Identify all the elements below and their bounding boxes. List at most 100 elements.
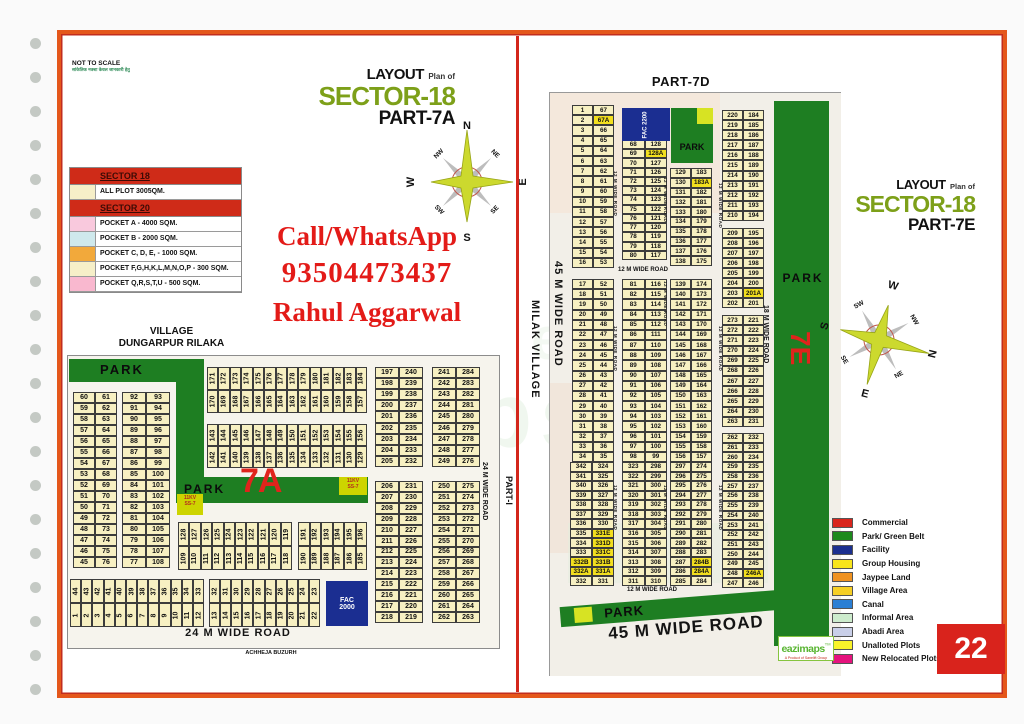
plot-cell: 103: [644, 411, 667, 422]
plot-cell: 35: [593, 451, 614, 462]
plot-cell: 117: [644, 250, 667, 260]
plot-cell: 55: [593, 237, 614, 248]
legend-label: New Relocated Plots: [862, 654, 941, 664]
plot-cell: 283: [691, 547, 712, 558]
plot-cell: 118: [280, 546, 292, 570]
plot-cell: 274: [691, 462, 712, 472]
road-label-12m-vertical: 12 M WIDE ROAD: [718, 485, 723, 531]
plot-cell: 67: [95, 458, 117, 469]
label-7a: 7A: [240, 462, 282, 500]
left-map-title: LAYOUT Plan of SECTOR-18 PART-7A: [269, 66, 456, 128]
info-header-sector18: SECTOR 18: [70, 168, 241, 185]
legend-item: Informal Area: [832, 611, 941, 625]
binding-hole: [30, 548, 41, 559]
legend-swatch: [832, 612, 853, 623]
plot-cell: 238: [399, 389, 423, 401]
plot-cell: 7: [572, 166, 593, 177]
plot-cell: 196: [743, 238, 764, 248]
plot-cell: 230: [743, 406, 764, 417]
plot-cell: 75: [95, 546, 117, 557]
plot-cell: 211: [375, 535, 399, 547]
plot-cell: 270: [722, 345, 743, 356]
plot-cell: 194: [332, 522, 344, 546]
milak-village-label: MILAK VILLAGE: [529, 300, 541, 399]
plot-cell: 331: [592, 576, 614, 586]
legend-swatch: [832, 653, 853, 664]
kv-text: 11KV: [183, 495, 197, 501]
plot-cell: 260: [722, 452, 743, 463]
plot-cell: 162: [298, 390, 310, 413]
park-strip-vertical: [176, 359, 204, 483]
plot-cell: 280: [691, 519, 712, 529]
legend-swatch: [832, 572, 853, 583]
binding-hole: [30, 616, 41, 627]
plot-cell: 54: [593, 247, 614, 258]
achheja-buzurh-label: ACHHEJA BUZURH: [245, 650, 297, 656]
plot-cell: 139: [241, 446, 253, 468]
road-label-12m-vertical: 12 M WIDE ROAD: [718, 326, 723, 372]
plot-cell: 242: [743, 529, 764, 540]
logo-tm: TM: [824, 641, 831, 647]
plot-cell: 107: [644, 370, 667, 381]
plot-cell: 133: [670, 207, 691, 217]
plot-cell: 168: [691, 340, 712, 351]
plot-cell: 217: [722, 140, 743, 151]
plot-cell: 91: [122, 403, 146, 414]
plot-cell: 31: [220, 579, 232, 603]
plot-cell: 288: [670, 547, 691, 558]
compass-star: [430, 129, 514, 223]
plot-cell: 127: [189, 522, 201, 546]
plot-cell: 326: [592, 481, 614, 491]
plot-cell: 191: [298, 522, 310, 546]
plot-cell: 198: [375, 378, 399, 390]
plot-cell: 98: [622, 451, 645, 462]
contact-name: Rahul Aggarwal: [272, 296, 462, 327]
plot-cell: 22: [308, 603, 320, 627]
plot-cell: 43: [593, 370, 614, 381]
plot-cell: 102: [146, 491, 170, 502]
plot-cell: 32: [209, 579, 221, 603]
plot-cell: 225: [399, 546, 423, 558]
plot-cell: 258: [432, 568, 456, 580]
plot-cell: 44: [70, 579, 82, 603]
plot-cell: 15: [231, 603, 243, 627]
plot-cell: 293: [670, 500, 691, 510]
plot-cell: 146: [241, 424, 253, 446]
plot-cell: 140: [670, 289, 691, 300]
plot-cell: 271: [722, 335, 743, 346]
plot-cell: 42: [593, 380, 614, 391]
facility-fac-2200: FAC 2200: [622, 108, 670, 141]
plot-cell: 252: [432, 502, 456, 514]
plot-cell: 5: [572, 145, 593, 156]
plot-cell: 6: [125, 603, 137, 627]
plot-cell: 156: [355, 424, 367, 446]
title-layout: LAYOUT: [366, 66, 425, 83]
plot-cell: 323: [622, 462, 645, 472]
plot-cell: 86: [622, 329, 645, 340]
binding-hole: [30, 412, 41, 423]
road-label-12m-vertical: 12 M WIDE ROAD: [718, 183, 723, 229]
plot-cell: 132: [321, 446, 333, 468]
plot-cell: 113: [223, 546, 235, 570]
plot-cell: 126: [200, 522, 213, 546]
plot-cell: 218: [722, 130, 743, 141]
plot-cell: 57: [73, 425, 95, 436]
plot-cell: 80: [122, 524, 146, 535]
color-chip: [70, 247, 96, 261]
plot-cell: 215: [375, 579, 399, 591]
plot-cell: 230: [399, 491, 423, 503]
plot-cell: 19: [572, 299, 593, 310]
plot-cell: 145: [229, 424, 242, 446]
info-row-label: POCKET A - 4000 SQM.: [100, 220, 178, 227]
legend-swatch: [832, 640, 853, 651]
plot-cell: 67A: [593, 115, 614, 126]
plot-cell: 156: [670, 451, 691, 462]
plot-cell: 97: [622, 441, 645, 452]
